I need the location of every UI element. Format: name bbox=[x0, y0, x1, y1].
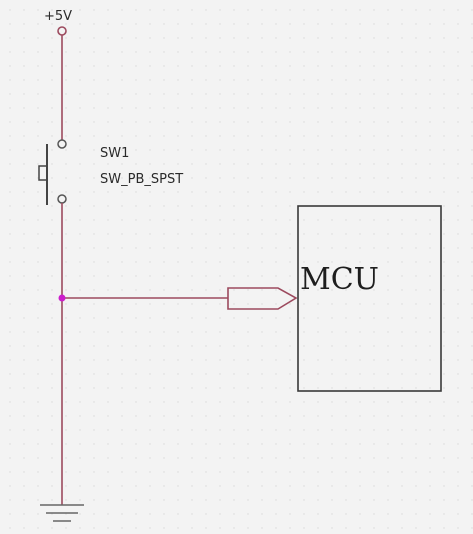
switch-top-terminal bbox=[57, 139, 67, 149]
switch-actuator bbox=[38, 165, 48, 181]
junction-dot bbox=[58, 294, 66, 302]
mcu-input-port[interactable] bbox=[227, 287, 298, 310]
mcu-box[interactable] bbox=[297, 205, 442, 392]
grid-dots bbox=[9, 9, 473, 529]
mcu-label: MCU bbox=[300, 262, 379, 297]
ground-symbol bbox=[40, 504, 84, 522]
switch-value-label: SW_PB_SPST bbox=[100, 172, 183, 187]
power-label: +5V bbox=[44, 9, 72, 24]
switch-ref-label: SW1 bbox=[100, 146, 129, 161]
